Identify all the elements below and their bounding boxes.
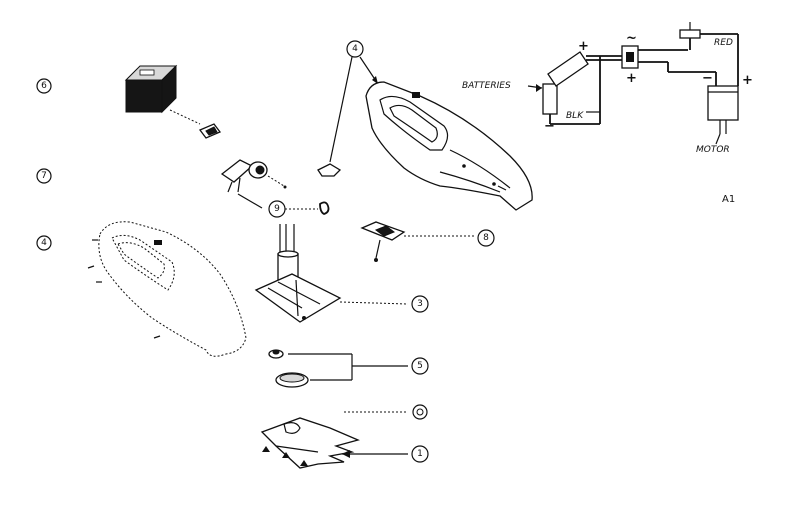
battery-plus-sign: + [578,39,589,54]
callout-6: 6 [36,78,52,94]
callout-1-text: 1 [417,449,423,459]
batteries-label: BATTERIES [462,81,511,91]
blk-label: BLK [566,111,584,121]
callout-3-text: 3 [417,299,423,309]
motor-plus-sign: + [742,73,753,88]
switch-assembly-part [220,159,287,193]
wiring-schematic [527,22,739,145]
blade-part [260,417,408,469]
switch-tilde-sign: ~ [626,31,637,46]
callout-7: 7 [36,168,52,184]
bracket-part [360,221,474,262]
callout-8: 8 [477,229,495,247]
callout-4-left: 4 [36,235,52,251]
callout-9: 9 [237,193,330,218]
callout-5-text: 5 [417,361,423,371]
red-label: RED [714,38,733,48]
callout-9-text: 9 [274,204,280,214]
lower-housing-part [87,221,247,357]
battery-pack-part [124,64,201,125]
callout-4-housing-text: 4 [352,44,358,54]
switch-plus-sign: + [626,71,637,86]
retainer-clip-part [317,163,342,177]
battery-minus-sign: − [544,119,555,134]
battery-clip-part [198,123,222,139]
callout-4-housing: 4 [329,40,379,163]
callout-7-text: 7 [41,171,47,181]
sheet-label: A1 [722,194,735,205]
callout-8-text: 8 [483,233,489,243]
callout-4-left-text: 4 [41,238,47,248]
motor-label: MOTOR [696,145,730,155]
callout-6-text: 6 [41,81,47,91]
callout-3: 3 [411,295,429,313]
motor-minus-sign: − [702,71,713,86]
upper-housing-part [365,81,533,211]
callout-1: 1 [411,445,429,463]
callout-unlabeled [344,404,428,420]
motor-base-part [254,224,409,323]
callout-5: 5 [411,357,429,375]
gear-parts [268,349,408,388]
